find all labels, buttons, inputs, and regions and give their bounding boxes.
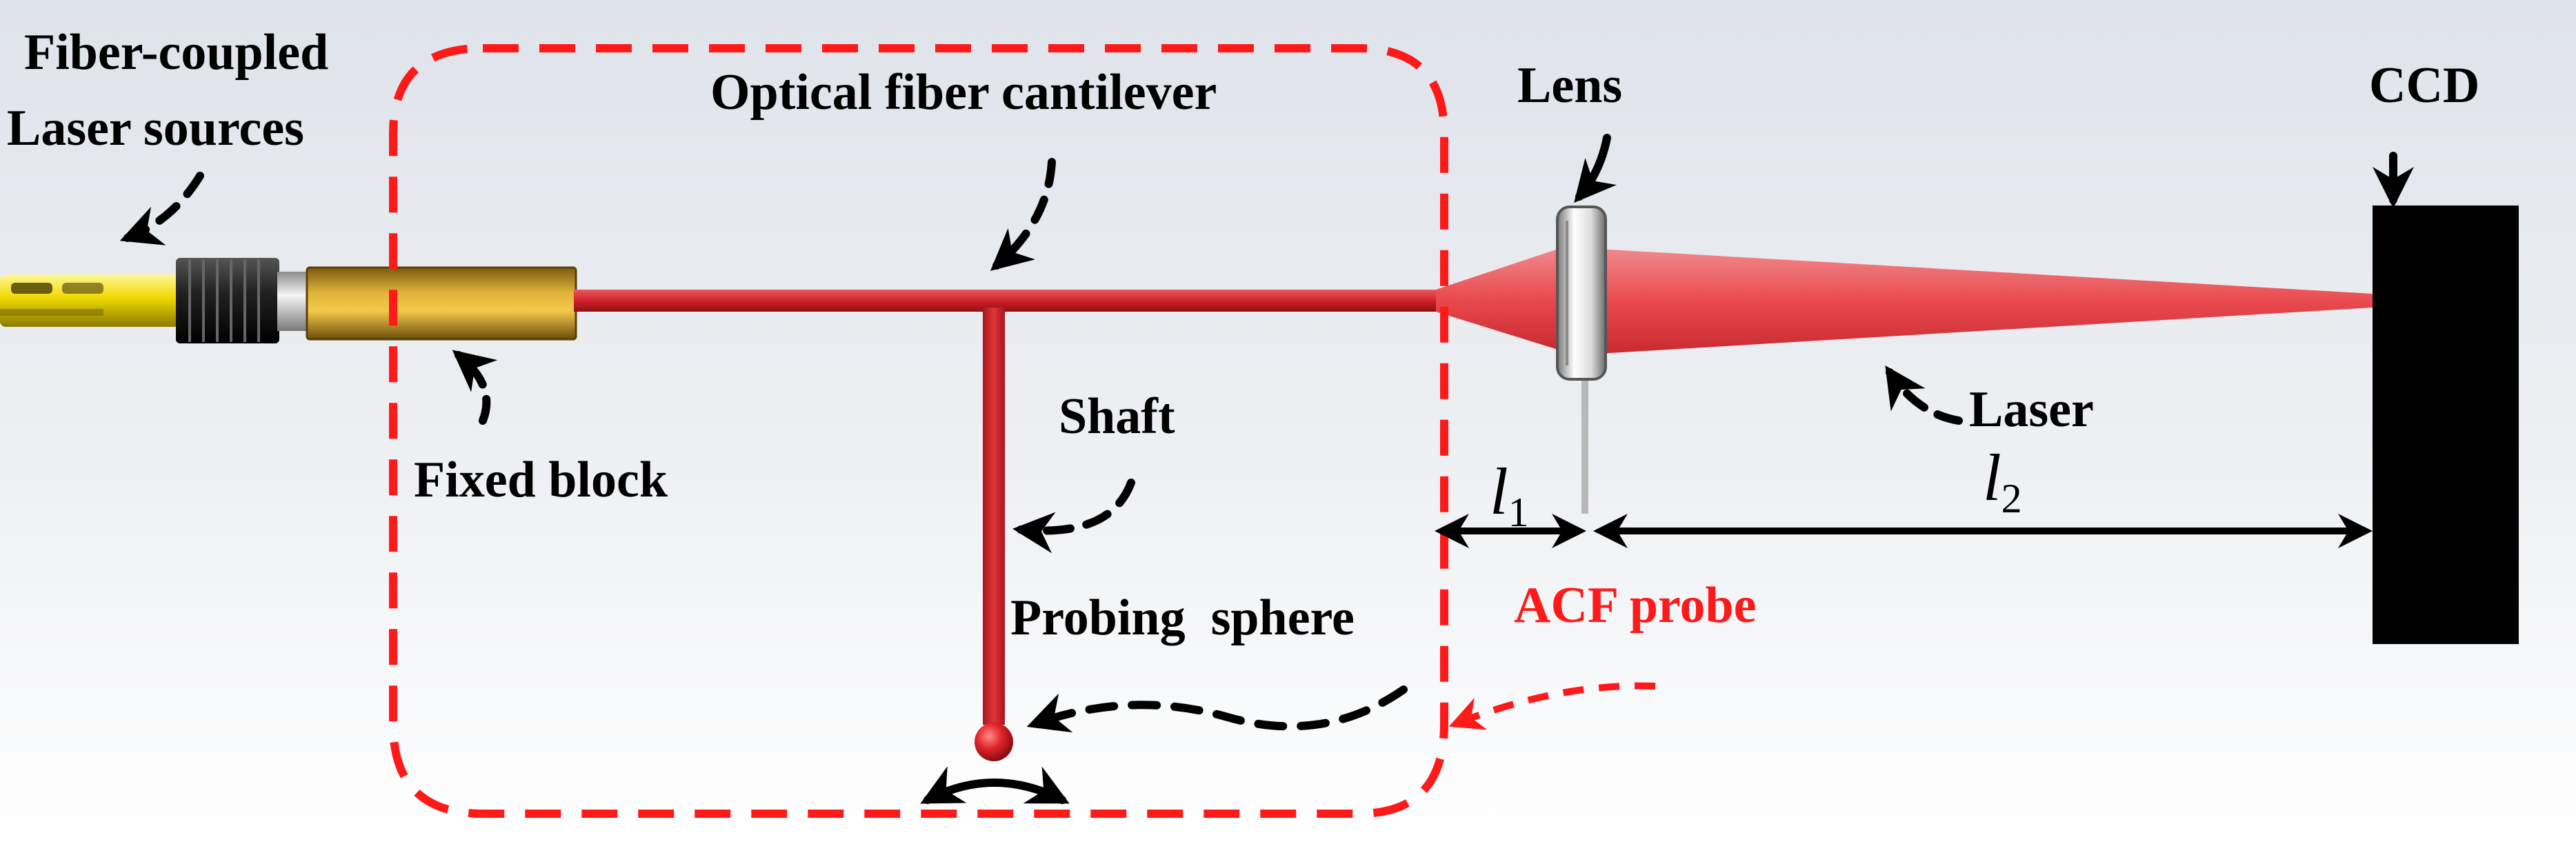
- label-ccd: CCD: [2369, 57, 2479, 114]
- label-acf-probe: ACF probe: [1514, 577, 1757, 634]
- fiber-connector: [0, 258, 310, 343]
- label-lens: Lens: [1517, 57, 1622, 114]
- yellow-connector-body: [0, 274, 179, 327]
- lens-post: [1581, 376, 1588, 514]
- label-laser-sources: Laser sources: [7, 100, 304, 157]
- label-probing-sphere: Probing sphere: [1010, 590, 1355, 646]
- label-l1: l1: [1490, 454, 1529, 535]
- arrow-cantilever: [990, 158, 1056, 271]
- shaft: [983, 308, 1005, 725]
- laser-beam-diverging: [1436, 248, 1560, 350]
- arrow-laser-sources: [119, 172, 204, 245]
- label-laser: Laser: [1969, 381, 2094, 438]
- ccd-sensor: [2373, 205, 2519, 644]
- label-l2: l2: [1983, 441, 2022, 521]
- laser-beam-converging: [1586, 248, 2373, 354]
- arrow-fixed-block: [452, 350, 498, 425]
- arrow-laser: [1885, 365, 1963, 425]
- label-fiber-coupled: Fiber-coupled: [24, 24, 328, 81]
- label-optical-fiber-cantilever: Optical fiber cantilever: [710, 64, 1217, 121]
- lens-body: [1556, 205, 1607, 381]
- label-shaft: Shaft: [1059, 388, 1175, 445]
- arrow-probing-sphere: [1026, 685, 1408, 733]
- oscillation-arrow: [920, 766, 1070, 804]
- arrow-shaft: [1012, 479, 1135, 554]
- acf-probe-boundary: [389, 44, 1448, 818]
- probing-sphere: [975, 723, 1013, 761]
- knurled-nut: [176, 258, 279, 343]
- arrow-lens: [1574, 134, 1617, 203]
- lens: [1556, 205, 1607, 514]
- silver-ring: [277, 272, 310, 331]
- fixed-block: [306, 266, 577, 341]
- label-fixed-block: Fixed block: [414, 452, 668, 508]
